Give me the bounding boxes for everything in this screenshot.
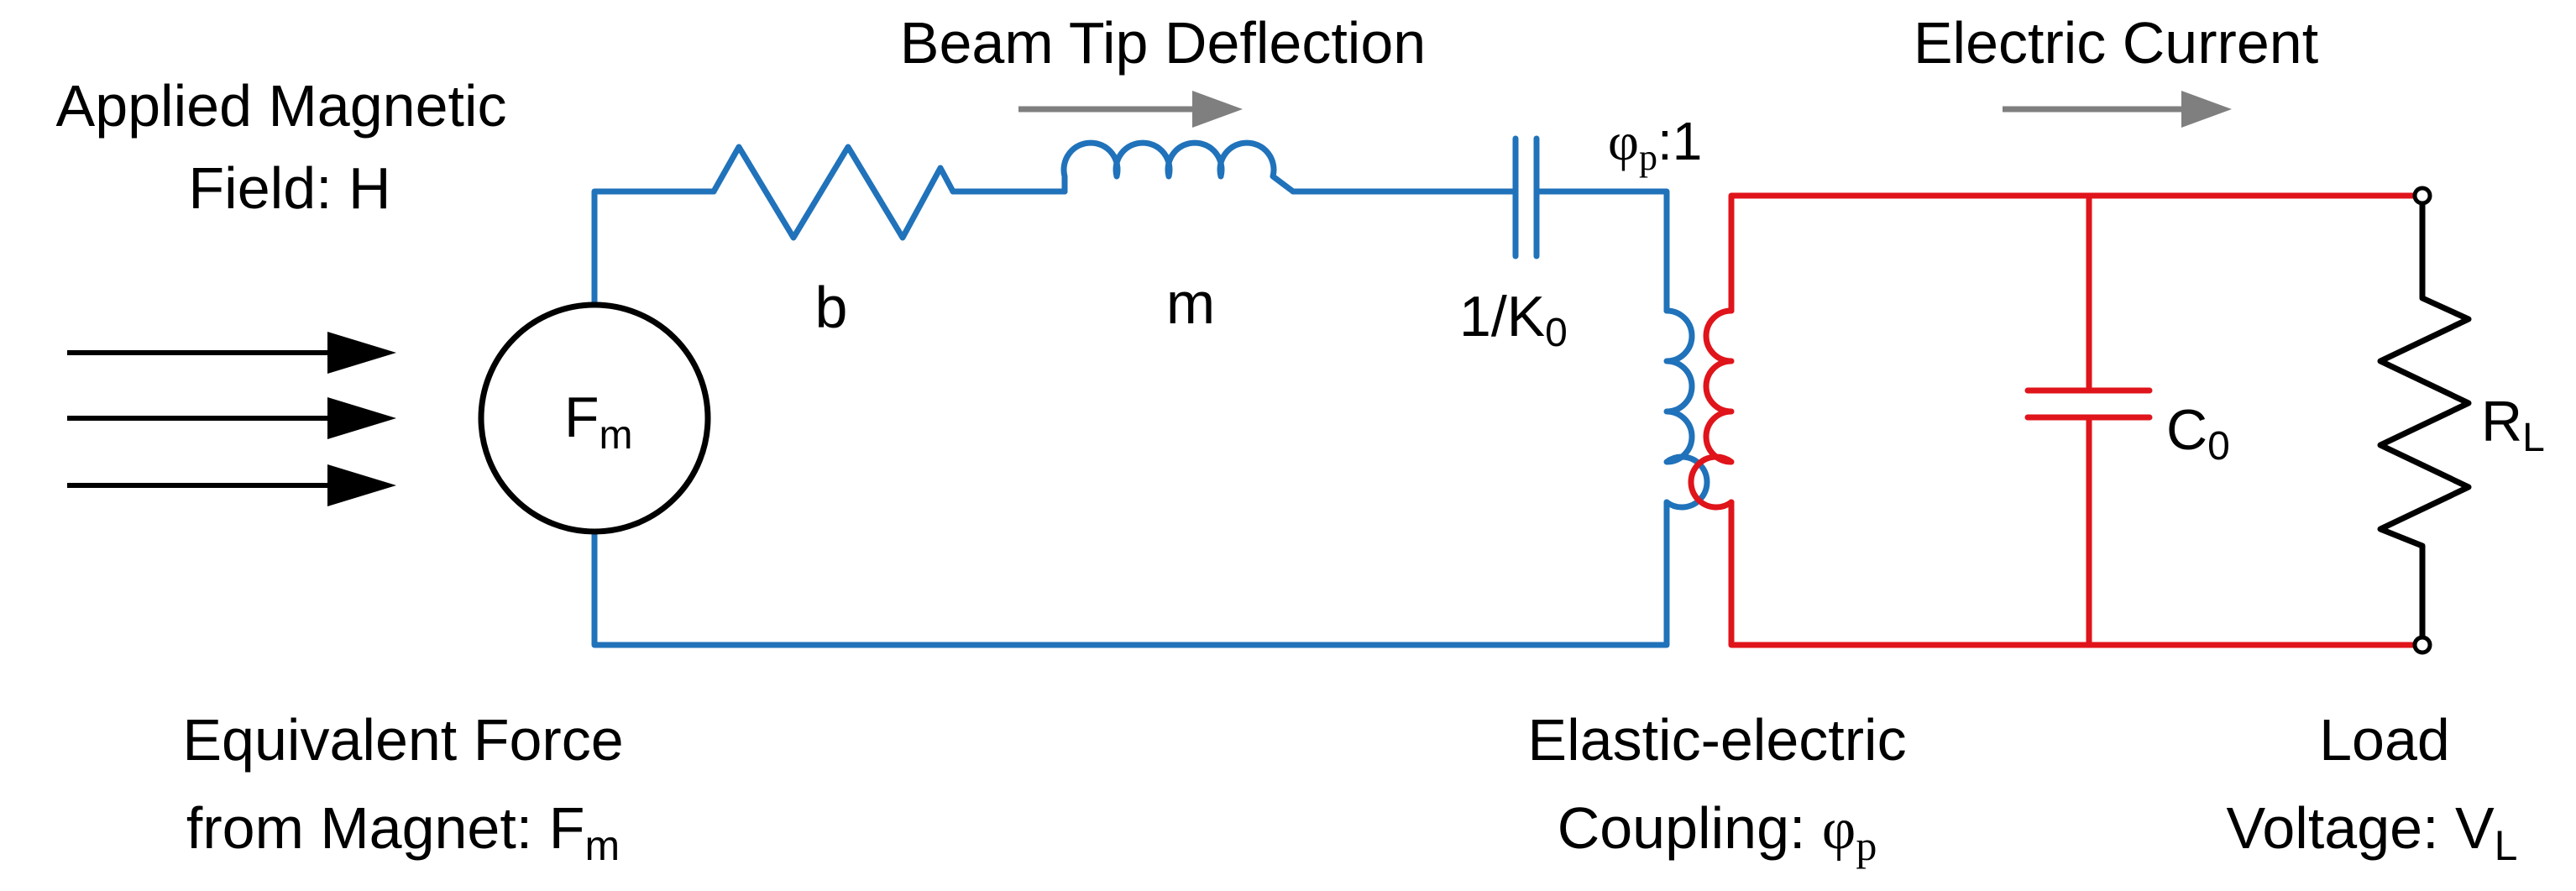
damper-resistor <box>710 144 956 241</box>
stiffness-label: 1/K0 <box>1459 285 1568 355</box>
transformer-primary-coil <box>1663 307 1710 511</box>
force-caption-line1: Equivalent Force <box>182 707 623 773</box>
turns-ratio-phi: φ <box>1608 112 1639 171</box>
load-caption-line2-sub: L <box>2495 822 2518 869</box>
coupling-caption-line2-main: Coupling: <box>1558 795 1822 861</box>
force-caption-line2-main: from Magnet: F <box>186 795 585 861</box>
right-arrow-icon <box>67 397 396 439</box>
wire-bottom <box>591 499 1670 648</box>
turns-ratio-sub: p <box>1639 137 1657 178</box>
mechanical-loop <box>591 135 1710 648</box>
load-capacitor-label-sub: 0 <box>2207 424 2230 469</box>
source-label-main: F <box>564 385 599 449</box>
load-caption-line2: Voltage: VL <box>2227 795 2518 869</box>
load-resistor-label-sub: L <box>2522 416 2545 460</box>
magnetic-field-arrows <box>67 332 396 506</box>
load-resistor-label: RL <box>2481 390 2545 460</box>
damper-label: b <box>815 275 848 340</box>
load-capacitor-label: C0 <box>2166 398 2230 469</box>
applied-field-label-line1: Applied Magnetic <box>56 73 507 139</box>
turns-ratio-tail: :1 <box>1657 111 1702 171</box>
coupling-caption-line2-sub: p <box>1856 822 1877 869</box>
right-arrow-icon <box>67 464 396 506</box>
coupling-caption-line2: Coupling: φp <box>1558 795 1877 869</box>
force-caption-line2: from Magnet: Fm <box>186 795 620 869</box>
terminal-bottom <box>2412 635 2432 655</box>
electrical-loop <box>1688 192 2426 648</box>
stiffness-label-main: 1/K <box>1459 285 1545 349</box>
beam-tip-arrow-icon <box>1018 91 1243 128</box>
coupling-caption-line1: Elastic-electric <box>1527 707 1906 773</box>
terminal-top <box>2412 186 2432 206</box>
coupling-caption-line2-phi: φ <box>1822 797 1856 862</box>
load-caption-line1: Load <box>2319 707 2450 773</box>
load-caption-line2-main: Voltage: V <box>2227 795 2495 861</box>
source-label: Fm <box>564 385 633 458</box>
stiffness-label-sub: 0 <box>1545 311 1568 355</box>
electric-current-label: Electric Current <box>1914 10 2318 76</box>
load-capacitor-label-main: C <box>2166 398 2207 462</box>
right-arrow-icon <box>67 332 396 374</box>
electric-current-arrow-icon <box>2003 91 2232 128</box>
mass-inductor <box>1060 139 1296 195</box>
force-caption-line2-sub: m <box>584 822 620 869</box>
source-label-sub: m <box>599 413 633 458</box>
mass-label: m <box>1166 270 1215 336</box>
beam-tip-deflection-label: Beam Tip Deflection <box>900 10 1426 76</box>
transformer-secondary-coil <box>1688 307 1735 511</box>
turns-ratio-label: φp:1 <box>1608 111 1702 178</box>
wire-top-left <box>591 188 717 310</box>
load-resistor-label-main: R <box>2481 390 2522 453</box>
load-resistor <box>2377 196 2472 645</box>
applied-field-label-line2: Field: H <box>188 155 390 221</box>
force-source-circle <box>478 301 711 535</box>
